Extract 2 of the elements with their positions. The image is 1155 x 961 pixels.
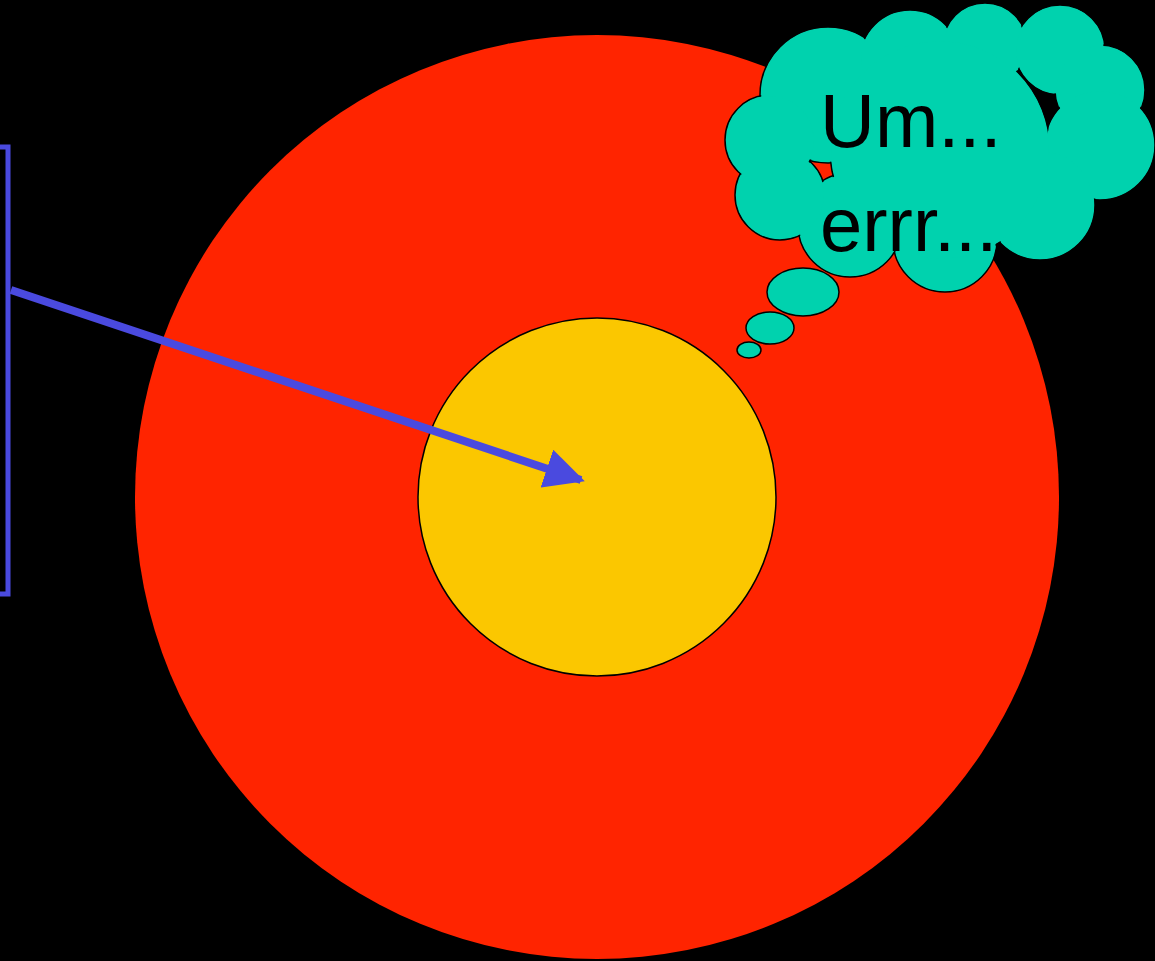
thought-text: Um... errr... bbox=[820, 77, 1003, 269]
arrow bbox=[9, 286, 585, 488]
